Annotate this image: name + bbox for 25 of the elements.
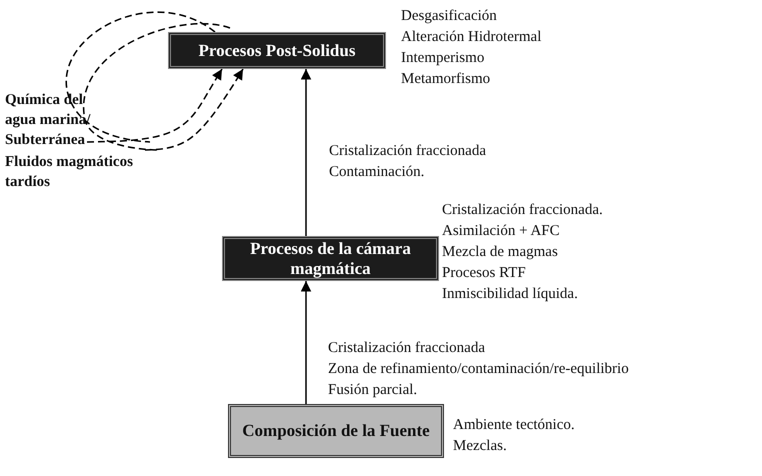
process-list-item: Procesos RTF <box>442 264 526 283</box>
process-list-item: Desgasificación <box>401 7 497 26</box>
process-list-item: Cristalización fraccionada. <box>442 201 603 220</box>
annotation-text: Contaminación. <box>329 163 424 182</box>
process-list-item: Metamorfismo <box>401 70 490 89</box>
process-list-item: Alteración Hidrotermal <box>401 28 542 47</box>
process-box: Procesos de la cámara magmática <box>222 236 439 281</box>
arrow <box>300 69 312 236</box>
process-list-item: Asimilación + AFC <box>442 222 560 241</box>
annotation-text: Cristalización fraccionada <box>328 339 486 358</box>
process-list-item: Mezcla de magmas <box>442 243 558 262</box>
arrow <box>86 68 223 143</box>
process-box: Composición de la Fuente <box>228 404 444 458</box>
arrow <box>300 281 312 404</box>
process-list-item: Ambiente tectónico. <box>453 416 575 435</box>
annotation-text: Química del agua marina/ Subterránea <box>5 90 97 152</box>
process-list-item: Inmiscibilidad líquida. <box>442 285 578 304</box>
process-list-item: Mezclas. <box>453 437 507 456</box>
process-box: Procesos Post-Solidus <box>168 32 386 69</box>
annotation-text: Cristalización fraccionada <box>329 142 486 161</box>
annotation-text: Zona de refinamiento/contaminación/re-equilibrio <box>328 360 629 379</box>
arrow <box>144 68 244 151</box>
process-list-item: Intemperismo <box>401 49 484 68</box>
annotation-text: Fusión parcial. <box>328 381 418 400</box>
annotation-text: Fluidos magmáticos tardíos <box>5 152 155 194</box>
